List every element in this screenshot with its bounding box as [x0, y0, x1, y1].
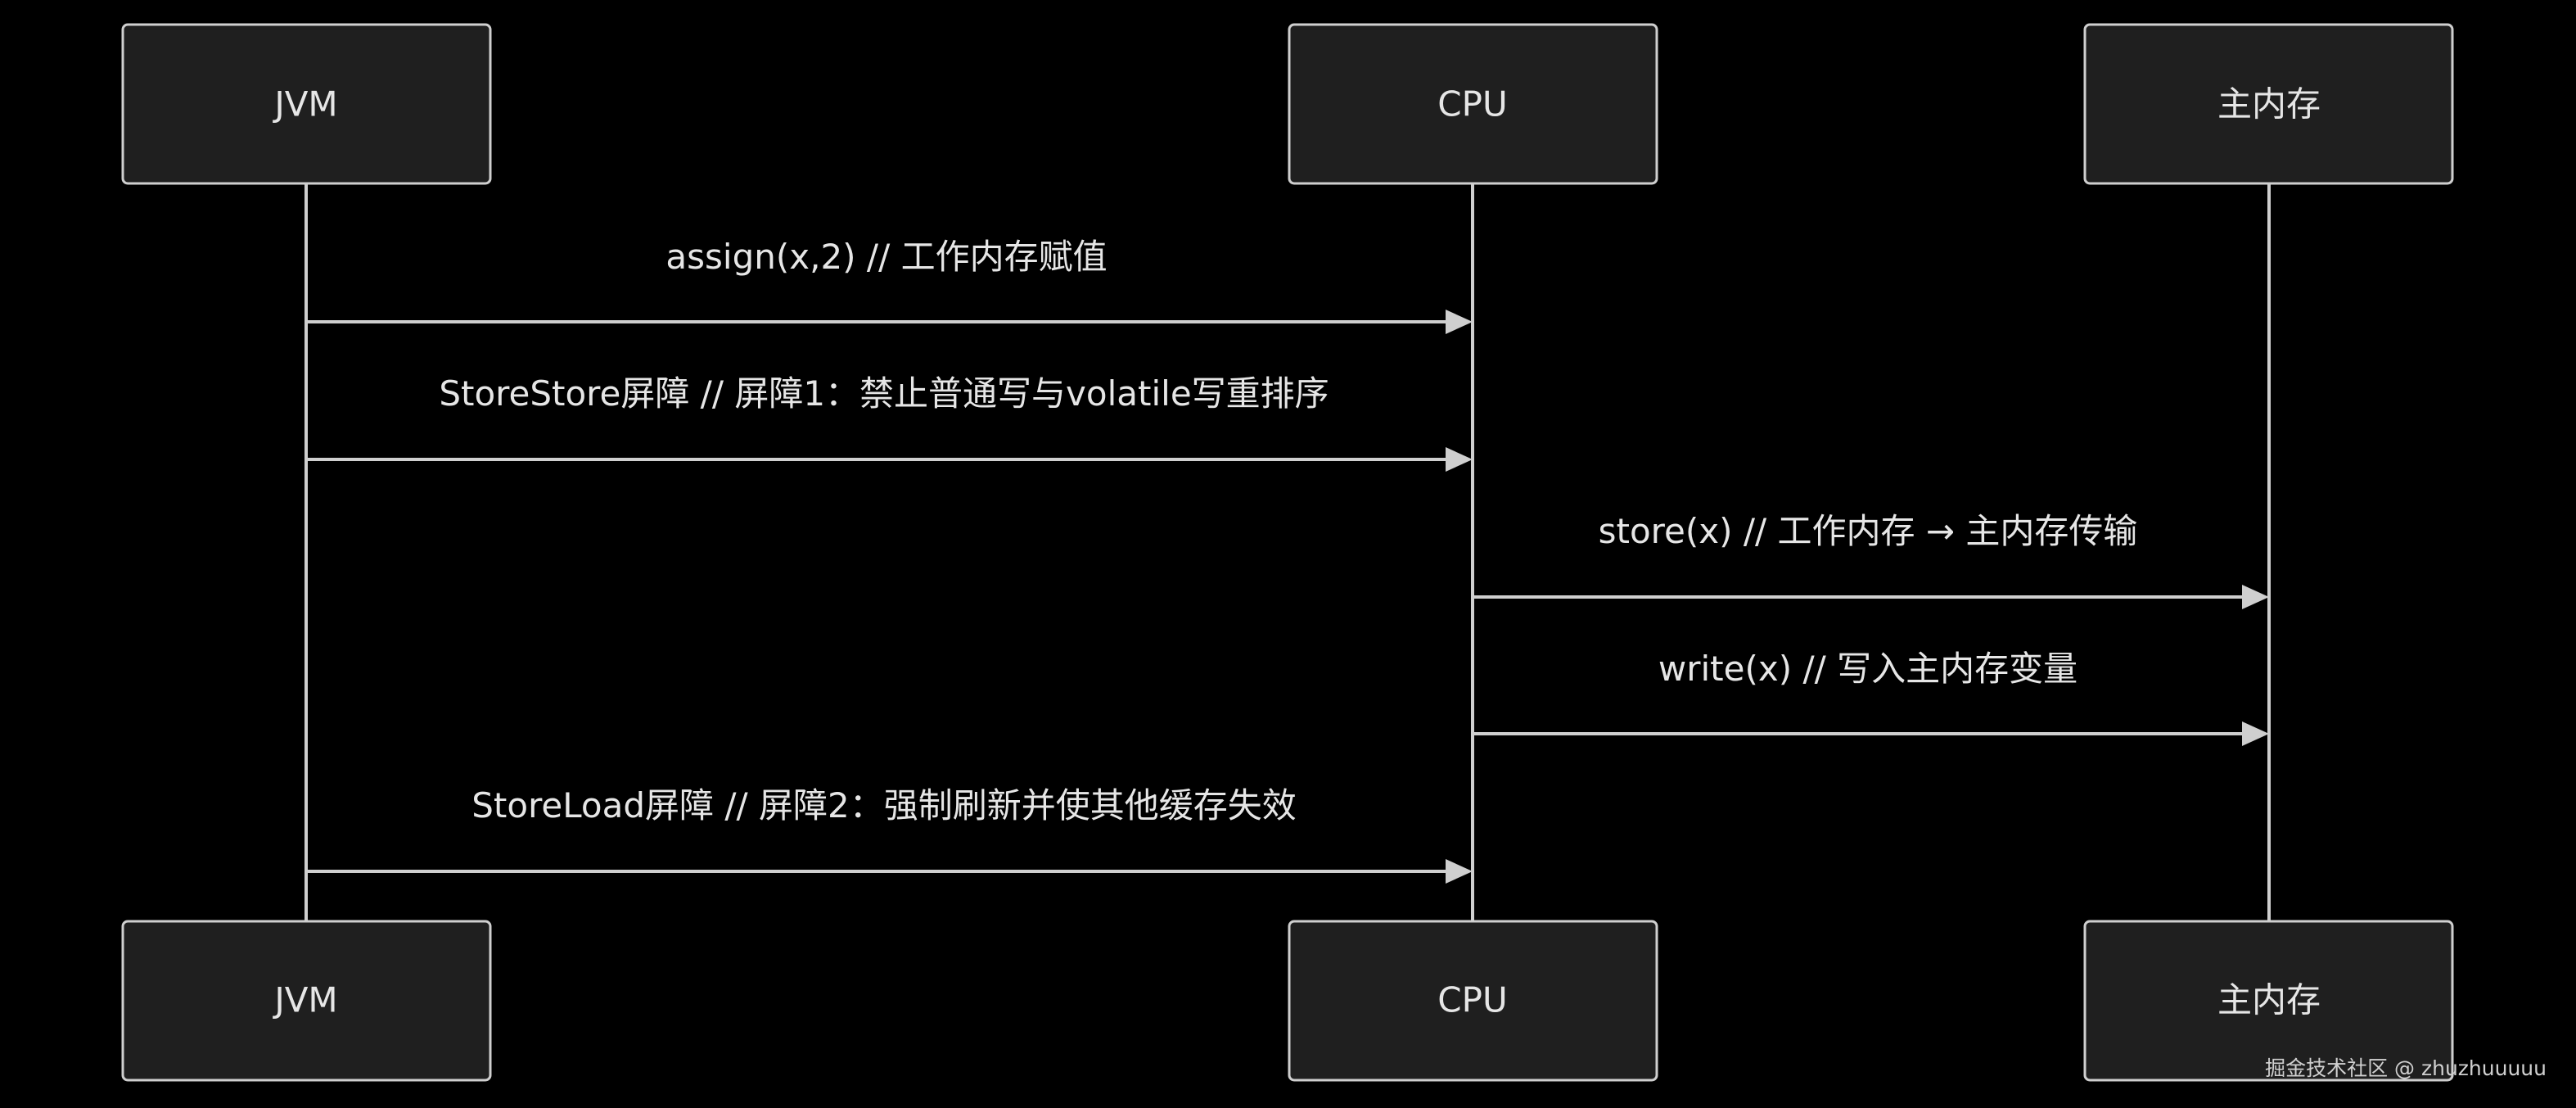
actor-label: CPU	[1437, 84, 1507, 124]
actor-label: JVM	[272, 980, 337, 1020]
actor-main-memory-top: 主内存	[2083, 23, 2454, 185]
actor-jvm-bottom: JVM	[121, 920, 492, 1082]
arrowhead-icon	[2242, 721, 2269, 746]
actor-jvm-top: JVM	[121, 23, 492, 185]
message-label: write(x) // 写入主内存变量	[1658, 649, 2077, 689]
arrowhead-icon	[1446, 859, 1473, 884]
message-label: assign(x,2) // 工作内存赋值	[665, 237, 1107, 277]
watermark: 掘金技术社区 @ zhuzhuuuuu	[2265, 1056, 2547, 1080]
actor-main-memory-bottom: 主内存	[2083, 920, 2454, 1082]
message-4: write(x) // 写入主内存变量	[1473, 649, 2269, 746]
message-label: StoreStore屏障 // 屏障1：禁止普通写与volatile写重排序	[439, 373, 1329, 414]
actor-label: JVM	[272, 84, 337, 124]
message-label: StoreLoad屏障 // 屏障2：强制刷新并使其他缓存失效	[471, 785, 1297, 825]
message-5: StoreLoad屏障 // 屏障2：强制刷新并使其他缓存失效	[306, 785, 1473, 884]
message-2: StoreStore屏障 // 屏障1：禁止普通写与volatile写重排序	[306, 373, 1473, 472]
actor-label: 主内存	[2217, 84, 2321, 124]
message-3: store(x) // 工作内存 → 主内存传输	[1473, 511, 2269, 609]
actor-cpu-bottom: CPU	[1288, 920, 1658, 1082]
arrowhead-icon	[1446, 310, 1473, 334]
message-1: assign(x,2) // 工作内存赋值	[306, 237, 1473, 334]
actor-cpu-top: CPU	[1288, 23, 1658, 185]
message-label: store(x) // 工作内存 → 主内存传输	[1599, 511, 2138, 551]
actor-label: 主内存	[2217, 980, 2321, 1020]
arrowhead-icon	[2242, 585, 2269, 609]
actor-label: CPU	[1437, 980, 1507, 1020]
arrowhead-icon	[1446, 447, 1473, 472]
